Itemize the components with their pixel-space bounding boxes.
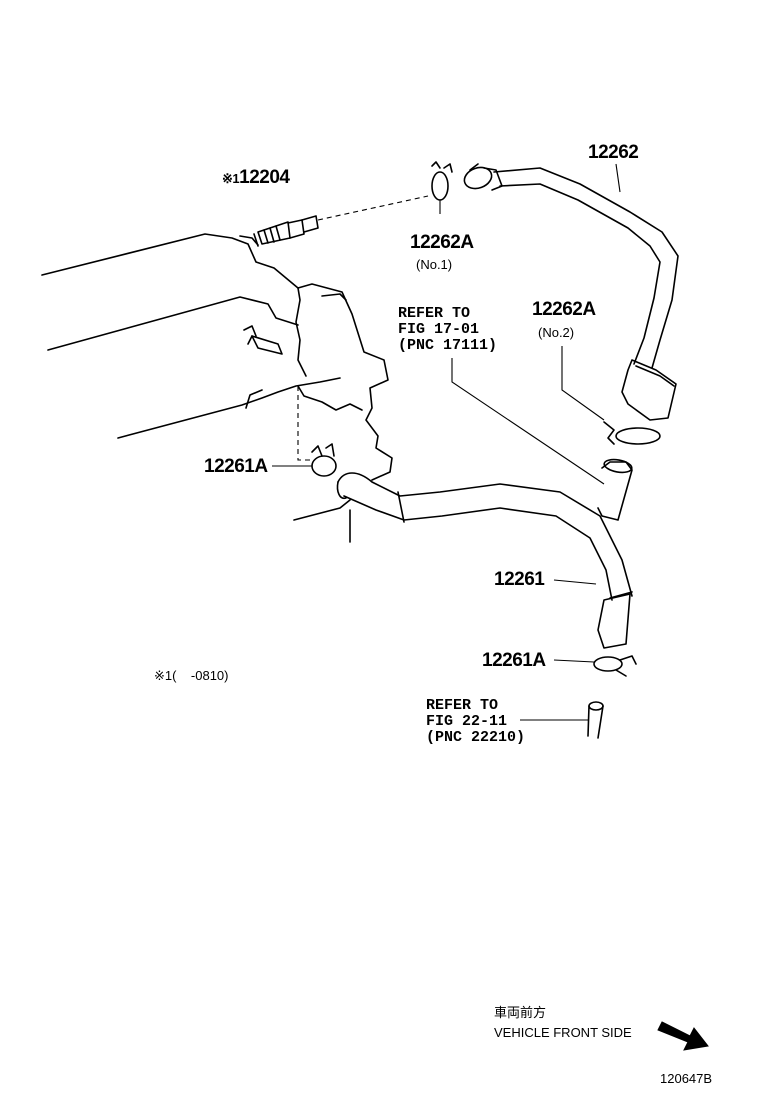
direction-japanese: 車両前方 — [494, 1005, 547, 1020]
reference-fig17-line2: FIG 17-01 — [398, 321, 480, 338]
leader-dashed-12204 — [317, 195, 429, 221]
part-number-12262A-no2: 12262A — [532, 299, 596, 320]
vsv-valve-12204 — [253, 215, 319, 247]
footnote-text: ( -0810) — [172, 668, 229, 683]
leader-dashed-12261A — [297, 386, 310, 461]
clip-12262A-no2 — [603, 421, 661, 445]
pipe-22210 — [587, 701, 604, 739]
reference-fig22-line2: FIG 22-11 — [426, 713, 508, 730]
reference-fig17: REFER TO FIG 17-01 (PNC 17111) — [398, 306, 497, 354]
clip-12261A-lower — [593, 655, 637, 677]
reference-fig17-line3: (PNC 17111) — [398, 337, 498, 354]
reference-fig17-line1: REFER TO — [398, 305, 471, 322]
part-number-12262: 12262 — [588, 142, 639, 163]
pipe-17111 — [597, 458, 633, 521]
leader-fig17 — [451, 358, 605, 485]
hose-12261 — [336, 472, 633, 649]
head-nipple-pipe — [243, 325, 283, 355]
footnote-marker: ※1 — [154, 668, 173, 683]
footnote: ※1( -0810) — [154, 669, 228, 682]
label-12204: ※112204 — [222, 167, 290, 188]
leader-12262 — [615, 163, 621, 193]
vehicle-front-arrow-icon — [657, 1021, 709, 1051]
marker-1: ※1 — [222, 171, 240, 186]
clip-12261A-upper — [311, 443, 337, 477]
reference-fig22-line1: REFER TO — [426, 697, 499, 714]
leader-12261A-lower — [553, 659, 595, 663]
note-no2: (No.2) — [538, 325, 575, 340]
engine-block-outline — [41, 233, 393, 543]
note-no1: (No.1) — [416, 257, 453, 272]
direction-english: VEHICLE FRONT SIDE — [494, 1025, 632, 1040]
clip-12262A-no1 — [431, 161, 453, 201]
leader-12262A-no2 — [561, 346, 605, 421]
reference-fig22: REFER TO FIG 22-11 (PNC 22210) — [426, 698, 525, 746]
part-number-12204: 12204 — [239, 167, 290, 188]
leader-12261 — [553, 579, 597, 585]
part-number-12261A-upper: 12261A — [204, 456, 268, 477]
part-number-12261: 12261 — [494, 569, 545, 590]
drawing-id: 120647B — [660, 1071, 713, 1086]
hose-12262 — [463, 163, 679, 421]
part-number-12262A-no1: 12262A — [410, 232, 474, 253]
reference-fig22-line3: (PNC 22210) — [426, 729, 526, 746]
part-number-12261A-lower: 12261A — [482, 650, 546, 671]
